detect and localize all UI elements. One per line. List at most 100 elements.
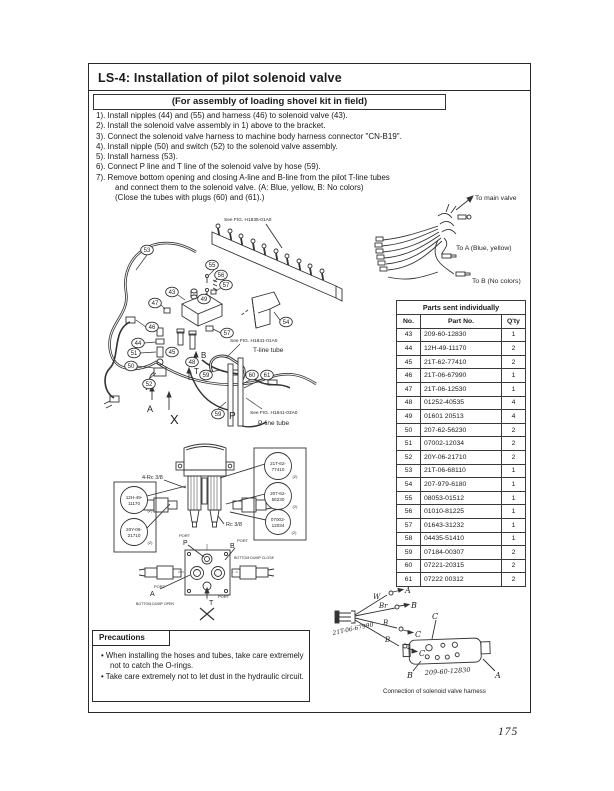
wire-color-label: Br <box>378 602 388 610</box>
balloon-label: 51 <box>131 351 138 357</box>
instruction-line: 4). Install nipple (50) and switch (52) … <box>96 141 338 151</box>
balloon-label: 47 <box>152 301 159 307</box>
to-main-valve-label: To main valve <box>475 195 517 202</box>
harness-routing-diagram: To main valve To A (Blue, yellow) To B (… <box>374 195 521 285</box>
balloon-label: 45 <box>169 350 176 356</box>
callout-balloons: 53 55 56 57 43 49 47 46 44 51 50 52 45 4… <box>124 244 293 420</box>
svg-text:(2): (2) <box>292 530 298 535</box>
svg-text:77410: 77410 <box>272 467 285 472</box>
balloon-label: 50 <box>128 364 135 370</box>
page-subtitle: (For assembly of loading shovel kit in f… <box>93 94 446 110</box>
wire-color-label: B <box>384 636 390 644</box>
svg-text:20Y-06-: 20Y-06- <box>126 527 142 532</box>
fig-ref-top: See FIG. H1835-01A0 <box>224 217 272 223</box>
svg-text:(2): (2) <box>293 504 299 509</box>
valve-linework <box>113 443 307 621</box>
instruction-line: 5). Install harness (53). <box>96 152 178 162</box>
page-number: 175 <box>498 726 519 738</box>
exploded-linework <box>103 223 343 428</box>
p-line-tube-label: P-line tube <box>258 420 289 427</box>
svg-text:07002-: 07002- <box>271 517 286 522</box>
wire-dest-label: C <box>419 649 425 658</box>
svg-text:56230: 56230 <box>272 497 285 502</box>
balloon-label: 49 <box>201 297 208 303</box>
instruction-line: (Close the tubes with plugs (60) and (61… <box>115 193 265 203</box>
balloon-label: 56 <box>218 273 225 279</box>
line-letter-p: P <box>229 411 236 422</box>
instruction-line: 7). Remove bottom opening and closing A-… <box>96 172 390 182</box>
port-word: PORT <box>218 594 230 599</box>
precautions-box: Precautions When installing the hoses an… <box>92 630 310 702</box>
instruction-list: 1). Install nipples (44) and (55) and ha… <box>96 111 516 204</box>
balloon-label: 57 <box>224 331 231 337</box>
balloon-label: 43 <box>169 290 176 296</box>
bottom-dump-close-label: BOTTOM DUMP CLOSE <box>234 556 275 560</box>
instruction-line: 6). Connect P line and T line of the sol… <box>96 162 321 172</box>
thread-label-top: 4-Rc 3/8 <box>142 475 163 481</box>
t-line-tube-label: T-line tube <box>253 347 284 354</box>
balloon-label: 60 <box>249 373 256 379</box>
svg-text:(2): (2) <box>148 540 154 545</box>
wire-color-label: B <box>382 619 388 627</box>
terminal-c-label: C <box>432 612 438 621</box>
front-view-callout-texts: 12H-49- 11170 (2) 20Y-06- 21710 (2) 21T-… <box>126 461 298 545</box>
sketch-linework <box>334 587 496 672</box>
precaution-item: Take care extremely not to let dust in t… <box>101 672 305 682</box>
valve-assembly-diagram: 12H-49- 11170 (2) 20Y-06- 21710 (2) 21T-… <box>113 443 307 621</box>
thread-label-right: Rc 3/8 <box>226 522 242 528</box>
parts-table: Parts sent individually No. Part No. Q't… <box>396 300 526 587</box>
port-b-label: B <box>230 543 235 550</box>
instruction-line: 3). Connect the solenoid valve harness t… <box>96 131 402 141</box>
balloon-label: 55 <box>209 263 216 269</box>
svg-text:12H-49-: 12H-49- <box>126 495 143 500</box>
harness-linework <box>374 195 474 280</box>
balloon-label: 59 <box>203 373 210 379</box>
instruction-line: and connect them to the solenoid valve. … <box>115 183 364 193</box>
parts-table-title: Parts sent individually <box>396 300 526 315</box>
content-frame: LS-4: Installation of pilot solenoid val… <box>88 63 531 713</box>
instruction-line: 1). Install nipples (44) and (55) and ha… <box>96 111 348 120</box>
col-no: No. <box>396 314 421 329</box>
col-qty: Q'ty <box>501 314 526 329</box>
line-letter-t: T <box>194 367 199 376</box>
line-letter-a: A <box>147 404 153 414</box>
balloon-label: 57 <box>223 283 230 289</box>
port-t-label: T <box>209 600 214 607</box>
bottom-dump-open-label: BOTTOM DUMP OPEN <box>136 602 174 606</box>
port-word: PORT <box>179 533 191 538</box>
harness-connection-sketch: W A Br B B C B C 21T-06-67990 C B A 209-… <box>331 586 501 695</box>
page-title: LS-4: Installation of pilot solenoid val… <box>89 64 530 91</box>
parts-table-header-row: No. Part No. Q'ty <box>396 314 526 329</box>
balloon-label: 46 <box>149 325 156 331</box>
svg-text:(2): (2) <box>293 474 299 479</box>
connector-part-number: 21T-06-67990 <box>331 621 374 637</box>
wire-color-label: W <box>373 593 381 601</box>
col-part-no: Part No. <box>420 314 502 329</box>
svg-text:21T-62-: 21T-62- <box>270 461 286 466</box>
fig-ref-tline: See FIG. H1841-01A0 <box>230 338 278 344</box>
balloon-label: 61 <box>264 373 271 379</box>
line-letter-x: X <box>170 412 179 427</box>
balloon-label: 52 <box>146 382 153 388</box>
svg-text:11170: 11170 <box>128 501 141 506</box>
port-word: PORT <box>237 538 249 543</box>
terminal-b-label: B <box>406 671 413 680</box>
balloon-label: 53 <box>144 248 151 254</box>
svg-text:(2): (2) <box>148 508 154 513</box>
